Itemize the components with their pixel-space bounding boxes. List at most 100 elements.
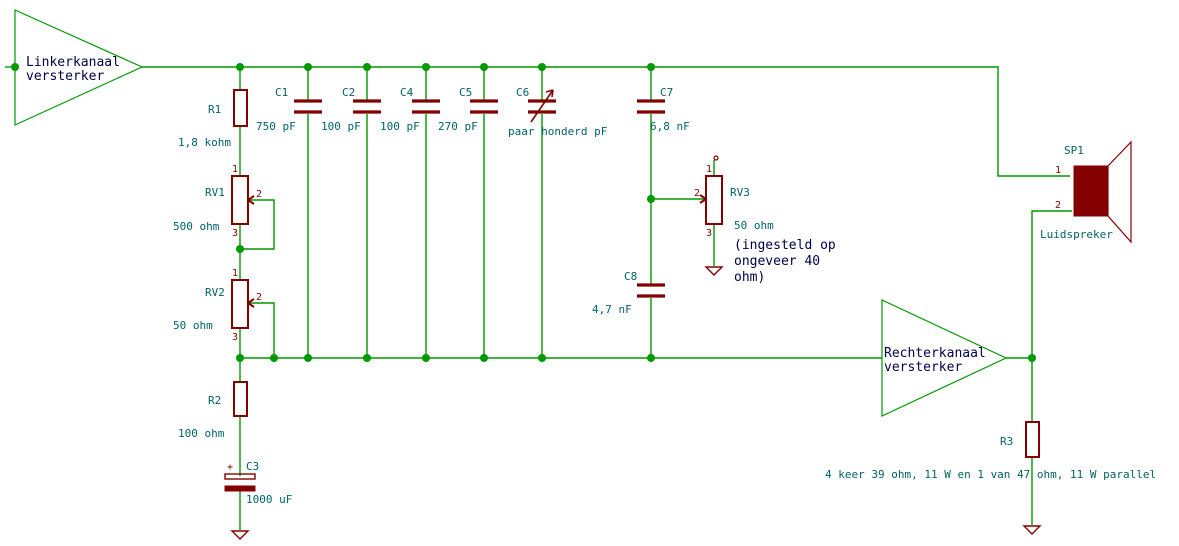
rv2-pin1: 1 xyxy=(232,268,238,279)
junction xyxy=(304,354,312,362)
rv3-value-line1: 50 ohm xyxy=(734,219,774,232)
rv1-ref: RV1 xyxy=(205,186,225,199)
rv1-pin3: 3 xyxy=(232,228,238,239)
rv2-body xyxy=(231,279,249,329)
r2-value: 100 ohm xyxy=(178,427,225,440)
r1-body xyxy=(233,89,248,127)
junction xyxy=(363,354,371,362)
speaker-value: Luidspreker xyxy=(1040,228,1113,241)
rv3-pin1: 1 xyxy=(706,164,712,175)
c5-ref: C5 xyxy=(459,86,472,99)
junction xyxy=(647,195,655,203)
junction xyxy=(538,63,546,71)
junction xyxy=(236,63,244,71)
wire-rv1-wiper xyxy=(240,199,275,250)
speaker-magnet xyxy=(1073,165,1109,217)
wires xyxy=(5,66,1072,530)
c3-ref: C3 xyxy=(246,460,259,473)
junction xyxy=(538,354,546,362)
c4-value: 100 pF xyxy=(380,120,420,133)
grounds xyxy=(230,266,1042,540)
wire-speaker-return xyxy=(1031,210,1072,358)
capacitor-c3: + C3 1000 uF xyxy=(224,460,292,506)
r3-ref: R3 xyxy=(1000,435,1013,448)
capacitor-c4: C4 100 pF xyxy=(380,86,440,133)
rv1-body xyxy=(231,175,249,225)
junction xyxy=(1028,354,1036,362)
potentiometer-rv1: 1 2 3 RV1 500 ohm xyxy=(173,164,262,239)
c5-value: 270 pF xyxy=(438,120,478,133)
r1-ref: R1 xyxy=(208,103,221,116)
junction xyxy=(480,354,488,362)
c3-negative-plate xyxy=(224,485,256,492)
junction xyxy=(236,245,244,253)
right-amplifier-label-line2: versterker xyxy=(884,360,962,375)
c1-value: 750 pF xyxy=(256,120,296,133)
junction xyxy=(304,63,312,71)
ground-rv3-icon xyxy=(704,266,724,276)
right-amplifier: Rechterkanaal versterker xyxy=(881,299,1008,417)
rv3-value-line3: ongeveer 40 xyxy=(734,254,820,269)
wire-top-bus xyxy=(142,66,1070,177)
junction xyxy=(270,354,278,362)
rv3-body xyxy=(705,175,723,225)
resistor-r3: R3 4 keer 39 ohm, 11 W en 1 van 47 ohm, … xyxy=(825,421,1156,481)
c3-value: 1000 uF xyxy=(246,493,292,506)
rv2-pin2: 2 xyxy=(256,292,262,303)
right-amplifier-triangle xyxy=(881,299,1008,417)
rv1-value: 500 ohm xyxy=(173,220,220,233)
c7-value: 6,8 nF xyxy=(650,120,690,133)
c6-variable-arrow-icon xyxy=(530,89,554,123)
rv3-wiper-arrow xyxy=(699,194,707,204)
junction xyxy=(422,354,430,362)
r2-ref: R2 xyxy=(208,394,221,407)
junction xyxy=(363,63,371,71)
rv3-value-line2: (ingesteld op xyxy=(734,238,836,253)
left-amplifier-label-line2: versterker xyxy=(26,69,104,84)
capacitor-c2: C2 100 pF xyxy=(321,86,381,133)
r2-body xyxy=(233,381,248,417)
junction xyxy=(647,354,655,362)
resistor-r2: R2 100 ohm xyxy=(178,381,248,440)
junction xyxy=(236,354,244,362)
potentiometer-rv2: 1 2 3 RV2 50 ohm xyxy=(173,268,262,343)
wire-rv2-wiper xyxy=(248,302,275,358)
rv3-value-line4: ohm) xyxy=(734,270,765,285)
rv2-ref: RV2 xyxy=(205,286,225,299)
r1-value: 1,8 kohm xyxy=(178,136,231,149)
rv2-pin3: 3 xyxy=(232,332,238,343)
rv1-wiper-arrow xyxy=(247,195,255,205)
resistor-r1: R1 1,8 kohm xyxy=(178,89,248,149)
rv3-pin3: 3 xyxy=(706,228,712,239)
junction xyxy=(422,63,430,71)
c3-polarity: + xyxy=(227,462,233,473)
ground-c3-icon xyxy=(230,530,250,540)
c8-ref: C8 xyxy=(624,270,637,283)
speaker-pin1: 1 xyxy=(1055,165,1061,176)
rv2-value: 50 ohm xyxy=(173,319,213,332)
speaker-cone-icon xyxy=(1107,140,1132,244)
capacitor-c5: C5 270 pF xyxy=(438,86,498,133)
speaker-sp1: 1 2 SP1 Luidspreker xyxy=(1040,140,1132,244)
right-amplifier-label-line1: Rechterkanaal xyxy=(884,346,986,361)
c2-value: 100 pF xyxy=(321,120,361,133)
c8-value: 4,7 nF xyxy=(592,303,632,316)
c2-ref: C2 xyxy=(342,86,355,99)
rv1-pin2: 2 xyxy=(256,189,262,200)
c4-ref: C4 xyxy=(400,86,414,99)
rv1-pin1: 1 xyxy=(232,164,238,175)
c1-ref: C1 xyxy=(275,86,288,99)
capacitor-c8: C8 4,7 nF xyxy=(592,270,665,316)
left-amplifier: Linkerkanaal versterker xyxy=(14,9,144,126)
c7-ref: C7 xyxy=(660,86,673,99)
c6-ref: C6 xyxy=(516,86,529,99)
speaker-ref: SP1 xyxy=(1064,144,1084,157)
speaker-pin2: 2 xyxy=(1055,200,1061,211)
junction xyxy=(647,63,655,71)
junction xyxy=(480,63,488,71)
potentiometer-rv3: 1 2 3 RV3 50 ohm (ingesteld op ongeveer … xyxy=(694,155,836,285)
capacitor-c1: C1 750 pF xyxy=(256,86,322,133)
left-amplifier-triangle xyxy=(14,9,144,126)
rv2-wiper-arrow xyxy=(247,298,255,308)
